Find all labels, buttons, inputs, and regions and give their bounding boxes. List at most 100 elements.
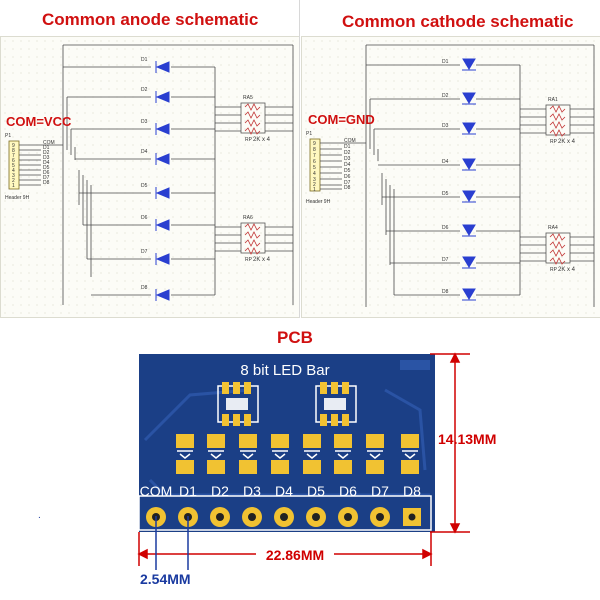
pcb-rn-right xyxy=(315,382,357,426)
pcb-pin-label-d1: D1 xyxy=(179,483,197,499)
right-net-com: COM xyxy=(344,138,356,144)
right-net-d5: D5 xyxy=(344,168,351,174)
right-rp-bottom-prefix: RP xyxy=(550,267,558,273)
left-led-3 xyxy=(155,123,170,135)
right-title: Common cathode schematic xyxy=(342,12,574,31)
right-schematic-drawing: D1 D2 D3 D4 D5 D6 D7 D8 P1 Header 9H 9 8… xyxy=(306,44,595,307)
pcb-led-footprint-8 xyxy=(401,434,419,474)
left-pin-3: 3 xyxy=(12,173,15,179)
right-schematic-panel: D1 D2 D3 D4 D5 D6 D7 D8 P1 Header 9H 9 8… xyxy=(301,36,600,318)
pcb-pin-label-com: COM xyxy=(140,483,173,499)
left-led-label-5: D5 xyxy=(141,183,148,189)
right-led-7 xyxy=(462,256,476,269)
left-pin-9: 9 xyxy=(12,143,15,149)
left-led-8 xyxy=(155,289,170,301)
left-ra-bottom: RA6 xyxy=(243,215,253,221)
left-net-d5: D5 xyxy=(43,165,50,171)
left-led-label-8: D8 xyxy=(141,285,148,291)
right-pin-9: 9 xyxy=(313,141,316,147)
left-pin-6: 6 xyxy=(12,158,15,164)
left-header-ref: P1 xyxy=(5,133,11,139)
right-rp-bottom-label: 2K x 4 xyxy=(558,267,576,273)
left-net-d3: D3 xyxy=(43,155,50,161)
right-led-2 xyxy=(462,92,476,105)
right-led-6 xyxy=(462,224,476,237)
pcb-rn-left xyxy=(217,382,259,426)
pcb-pitch-dimension xyxy=(155,516,189,570)
pcb-pin-label-d8: D8 xyxy=(403,483,421,499)
pcb-height-label: 14.13MM xyxy=(438,431,496,447)
pcb-led-footprint-4 xyxy=(271,434,289,474)
right-ra-bottom: RA4 xyxy=(548,225,558,231)
right-led-label-3: D3 xyxy=(442,123,449,129)
left-led-4 xyxy=(155,153,170,165)
right-net-d7: D7 xyxy=(344,180,351,186)
right-led-3 xyxy=(462,122,476,135)
right-led-8 xyxy=(462,288,476,301)
left-net-d8: D8 xyxy=(43,180,50,186)
right-net-d8: D8 xyxy=(344,185,351,191)
left-led-2 xyxy=(155,91,170,103)
left-rp-top-label: 2K x 4 xyxy=(253,137,271,143)
left-title: Common anode schematic xyxy=(42,10,259,29)
left-rp-top-prefix: RP xyxy=(245,137,253,143)
left-led-label-7: D7 xyxy=(141,249,148,255)
pcb-pin-label-d6: D6 xyxy=(339,483,357,499)
left-net-d7: D7 xyxy=(43,175,50,181)
pcb-led-footprint-3 xyxy=(239,434,257,474)
left-rp-bottom-prefix: RP xyxy=(245,257,253,263)
right-pin-2: 2 xyxy=(313,182,316,188)
pcb-pin-label-d7: D7 xyxy=(371,483,389,499)
left-ra-top: RA5 xyxy=(243,95,253,101)
right-led-label-4: D4 xyxy=(442,159,449,165)
right-led-5 xyxy=(462,190,476,203)
pcb-led-footprint-6 xyxy=(334,434,352,474)
pcb-title: PCB xyxy=(277,328,313,347)
left-net-d2: D2 xyxy=(43,150,50,156)
pcb-width-label: 22.86MM xyxy=(266,547,324,563)
left-schematic-panel: D1 D2 D3 D4 D5 D6 D7 D8 P1 Header 9H 9 8… xyxy=(0,36,300,318)
right-pin-5: 5 xyxy=(313,165,316,171)
left-pin-2: 2 xyxy=(12,178,15,184)
pcb-led-footprint-7 xyxy=(366,434,384,474)
right-pin-8: 8 xyxy=(313,147,316,153)
left-com-label: COM=VCC xyxy=(6,114,72,129)
pcb-pitch-label: 2.54MM xyxy=(140,571,191,587)
left-schematic-drawing: D1 D2 D3 D4 D5 D6 D7 D8 P1 Header 9H 9 8… xyxy=(5,44,294,305)
left-led-label-1: D1 xyxy=(141,57,148,63)
pcb-led-footprint-2 xyxy=(207,434,225,474)
right-ra-top: RA1 xyxy=(548,97,558,103)
left-led-label-6: D6 xyxy=(141,215,148,221)
left-rp-bottom-label: 2K x 4 xyxy=(253,257,271,263)
right-com-label: COM=GND xyxy=(308,112,375,127)
left-pin-7: 7 xyxy=(12,153,15,159)
pcb-header-outline xyxy=(138,495,432,531)
left-led-6 xyxy=(155,219,170,231)
right-header-name: Header 9H xyxy=(306,199,331,205)
left-net-d1: D1 xyxy=(43,145,50,151)
right-pin-7: 7 xyxy=(313,153,316,159)
left-led-1 xyxy=(155,61,170,73)
right-led-label-7: D7 xyxy=(442,257,449,263)
left-header-name: Header 9H xyxy=(5,195,30,201)
right-net-d4: D4 xyxy=(344,162,351,168)
left-pin-4: 4 xyxy=(12,168,15,174)
right-pin-4: 4 xyxy=(313,171,316,177)
right-rp-top-prefix: RP xyxy=(550,139,558,145)
left-pin-8: 8 xyxy=(12,148,15,154)
pcb-led-footprint-5 xyxy=(303,434,321,474)
right-led-label-8: D8 xyxy=(442,289,449,295)
right-led-label-2: D2 xyxy=(442,93,449,99)
right-pin-3: 3 xyxy=(313,177,316,183)
right-net-d1: D1 xyxy=(344,144,351,150)
left-pin-1: 1 xyxy=(12,183,15,189)
pcb-pin-label-d3: D3 xyxy=(243,483,261,499)
pcb-pin-label-d4: D4 xyxy=(275,483,293,499)
right-led-label-5: D5 xyxy=(442,191,449,197)
right-net-d6: D6 xyxy=(344,174,351,180)
pcb-led-footprint-1 xyxy=(176,434,194,474)
right-rp-top-label: 2K x 4 xyxy=(558,139,576,145)
pcb-led-row xyxy=(176,434,419,474)
right-net-d2: D2 xyxy=(344,150,351,156)
